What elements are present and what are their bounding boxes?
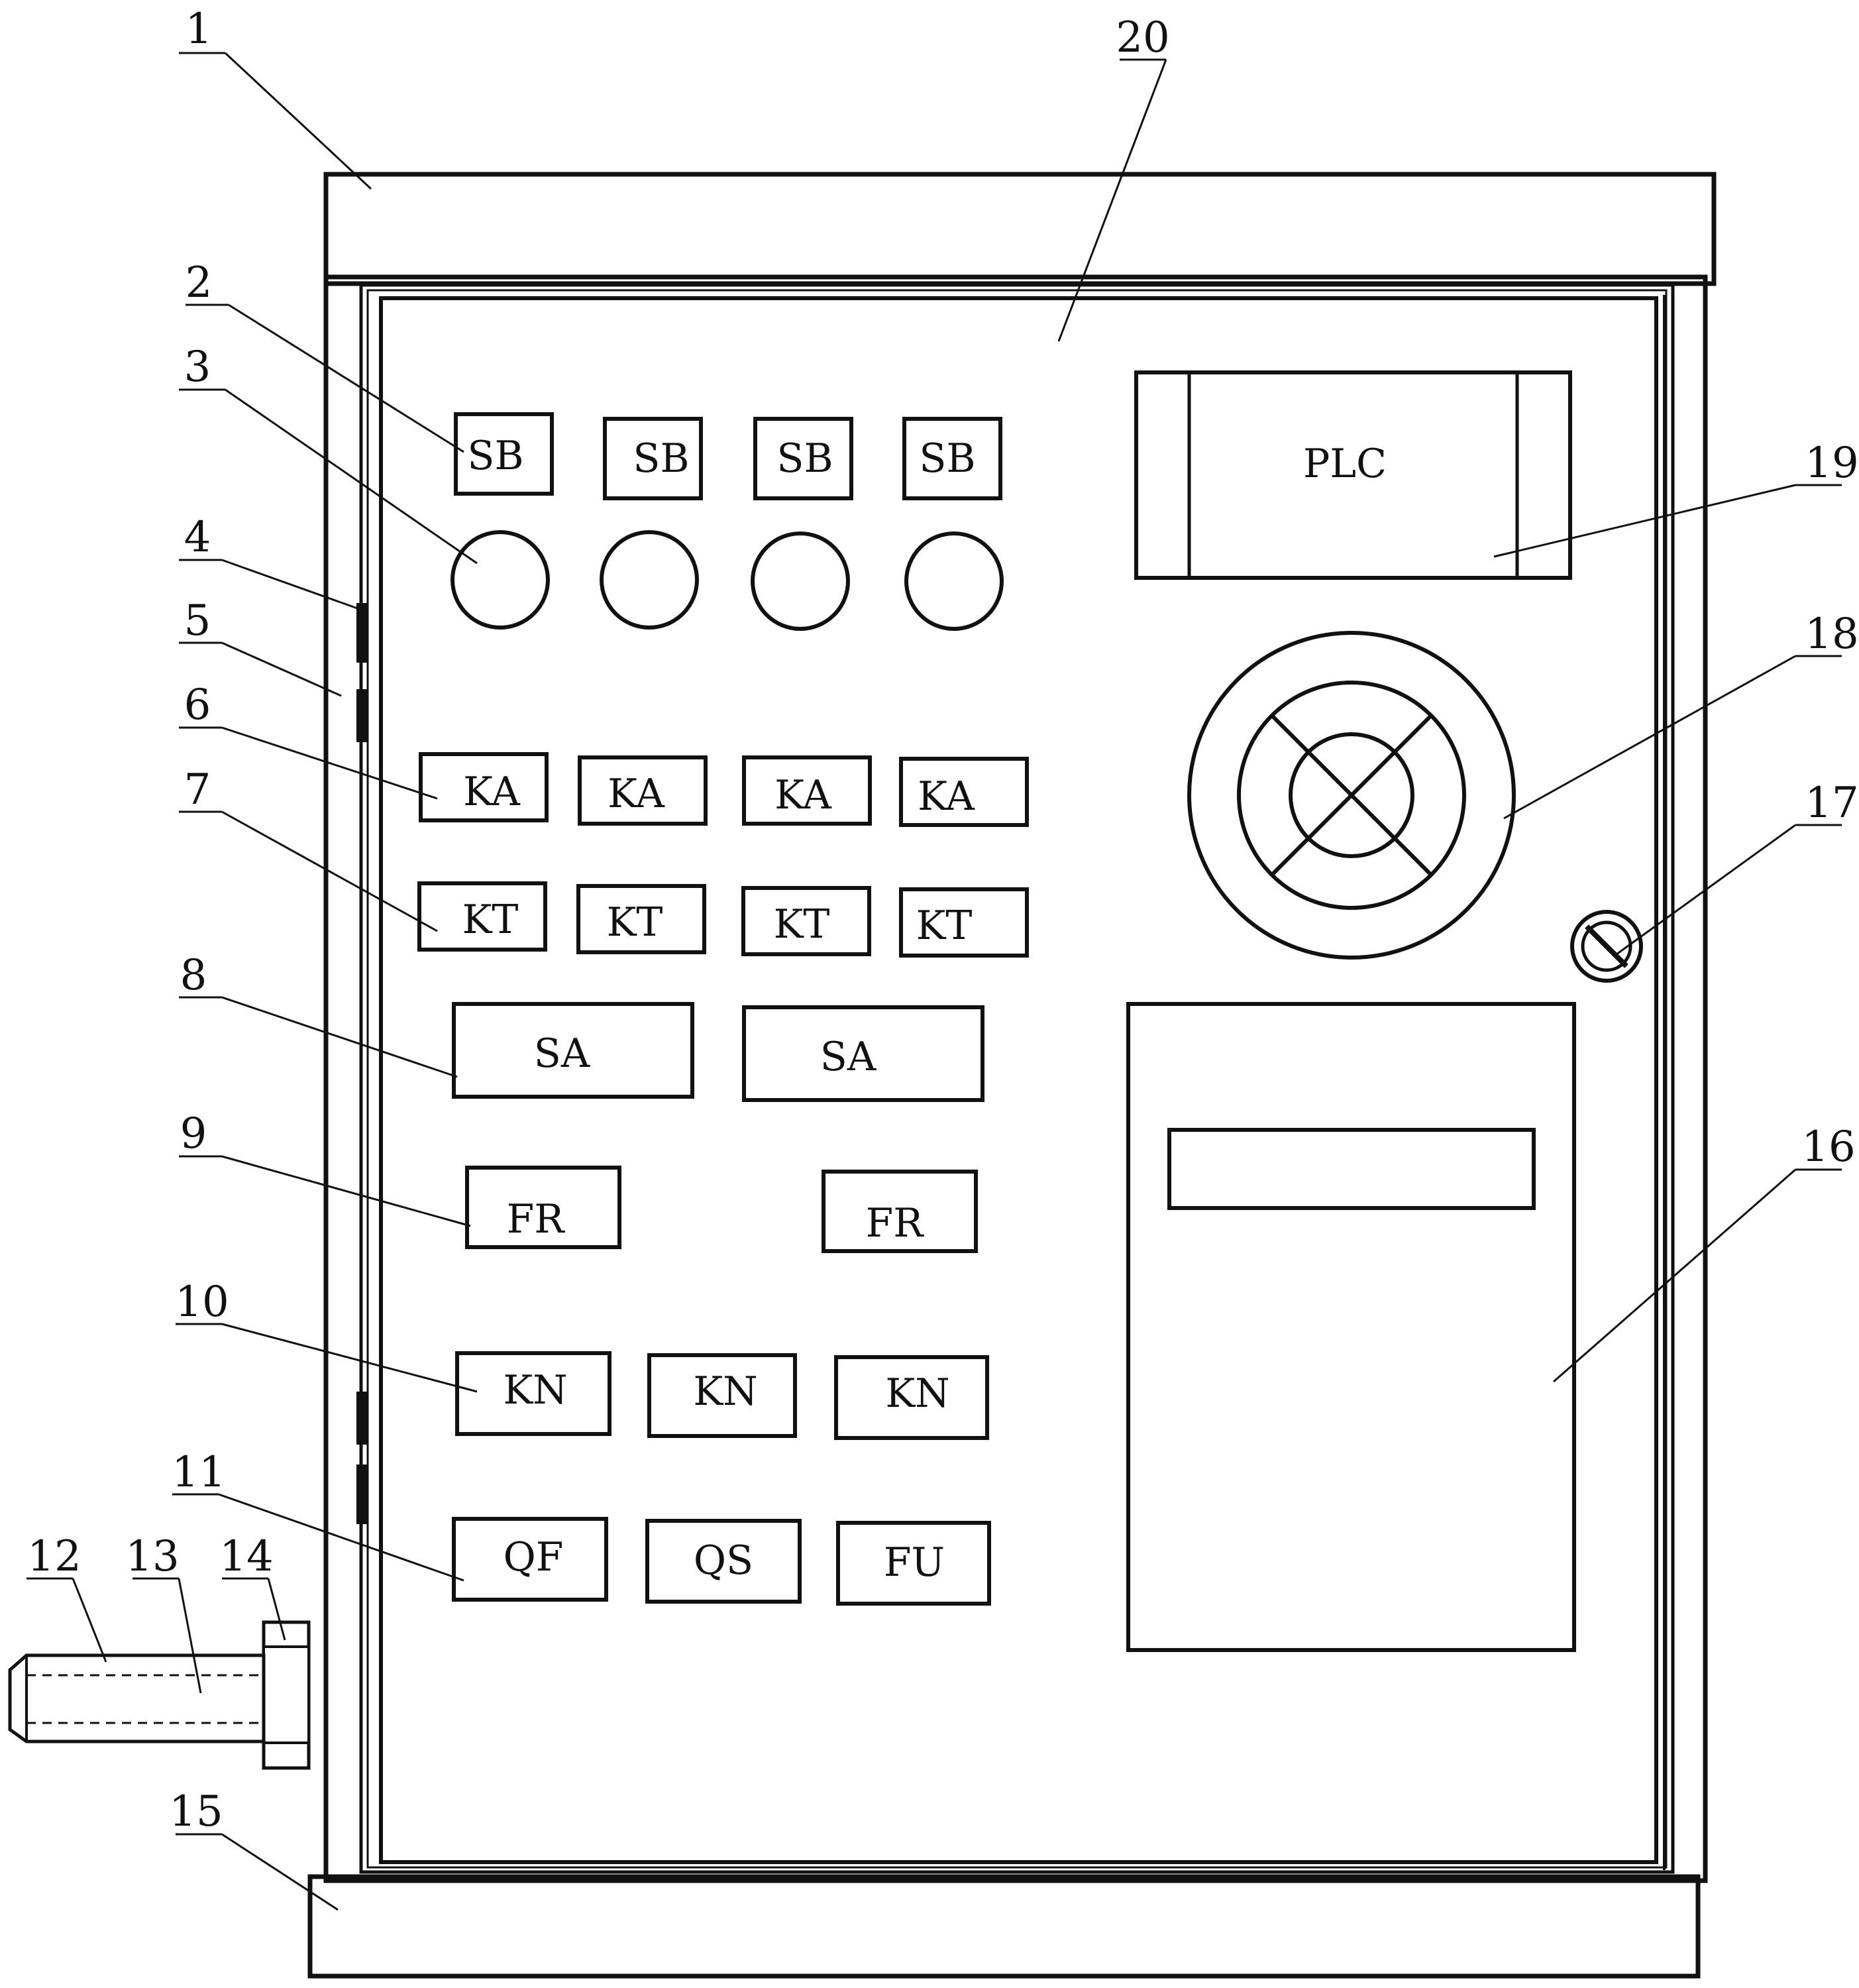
ka-row: KA KA KA KA [419,752,1029,827]
callout-7: 7 [184,765,211,814]
hinge-top-2 [356,689,368,742]
lamp [600,530,699,630]
sb-row: SB SB SB SB [454,412,1002,500]
callout-15: 15 [169,1787,223,1836]
callout-20: 20 [1116,13,1169,62]
callout-13: 13 [125,1532,179,1581]
sa-label: SA [534,1030,590,1077]
top-cap [323,172,1717,286]
sb-label: SB [467,433,523,479]
kt-label: KT [774,901,830,948]
ka-label: KA [608,771,664,817]
kt-label: KT [462,897,519,943]
callout-1: 1 [186,5,213,54]
kn-label: KN [693,1368,757,1415]
callout-19: 19 [1805,439,1858,488]
indicator-lamps [451,530,1004,631]
ka-label: KA [918,773,975,820]
bottom-cap [307,1874,1701,1979]
fr-label: FR [507,1196,566,1242]
callout-11: 11 [172,1448,225,1497]
hinge-top-1 [356,603,368,663]
door-panel [379,296,1658,1864]
fr-row: FR FR [465,1166,978,1253]
callout-10: 10 [175,1278,229,1327]
callout-3: 3 [184,343,211,392]
cable-gland [8,1620,311,1770]
display-panel [1126,1002,1576,1652]
fr-label: FR [866,1200,925,1246]
kt-label: KT [916,903,973,949]
kn-row: KN KN KN [455,1351,989,1440]
kn-label: KN [503,1367,567,1413]
callout-12: 12 [27,1532,81,1581]
callout-6: 6 [184,681,211,730]
leader-lines [27,52,1842,1911]
qs-label: QS [694,1537,753,1584]
callout-16: 16 [1801,1123,1855,1172]
callout-2: 2 [186,258,213,307]
callout-17: 17 [1805,779,1858,828]
callout-numbers: 1 2 3 4 5 6 7 8 9 10 11 12 13 14 15 16 1… [27,5,1858,1836]
sb-label: SB [919,435,975,482]
lamp [904,531,1004,631]
plc-module: PLC [1134,370,1572,580]
ka-label: KA [463,769,520,815]
fan [1187,631,1516,960]
breaker-row: QF QS FU [452,1517,991,1606]
kn-label: KN [885,1370,949,1417]
sb-label: SB [633,435,689,482]
hinge-bottom-2 [356,1464,368,1524]
callout-4: 4 [184,513,211,562]
callout-9: 9 [180,1109,207,1158]
lock-icon [1570,910,1643,983]
kt-row: KT KT KT KT [417,881,1029,958]
qf-label: QF [504,1534,564,1580]
plc-label: PLC [1303,441,1387,487]
callout-18: 18 [1805,610,1858,659]
ka-label: KA [774,772,831,818]
lamp [451,530,550,630]
sb-label: SB [776,435,833,482]
lamp [751,531,850,631]
kt-label: KT [607,899,663,946]
inner-frame-mid [366,289,1668,1869]
sa-label: SA [820,1034,876,1080]
cabinet-body [323,274,1708,1883]
callout-5: 5 [184,596,211,645]
sa-row: SA SA [452,1002,984,1102]
fu-label: FU [884,1539,945,1586]
callout-8: 8 [180,951,207,1000]
hinge-bottom-1 [356,1392,368,1445]
callout-14: 14 [219,1532,273,1581]
inner-frame-outer [359,283,1675,1874]
